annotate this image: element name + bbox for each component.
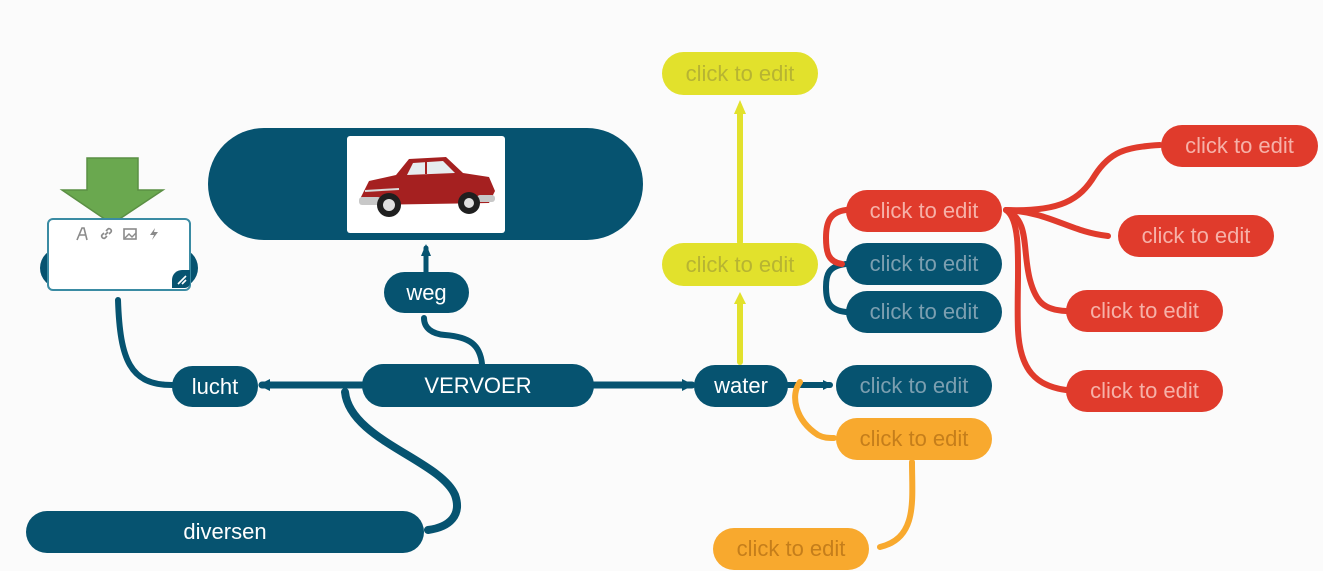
node-placeholder-red-parent[interactable]: click to edit <box>846 190 1002 232</box>
connector-red-4 <box>1003 207 1069 393</box>
car-image-frame <box>346 135 505 233</box>
node-placeholder-yellow-top[interactable]: click to edit <box>662 52 818 95</box>
node-placeholder-red-1[interactable]: click to edit <box>1161 125 1318 167</box>
text-format-icon[interactable] <box>74 226 90 242</box>
image-node[interactable] <box>208 128 643 240</box>
connector-red-2 <box>1003 207 1111 239</box>
lightning-icon[interactable] <box>146 226 162 242</box>
node-placeholder-blue-water[interactable]: click to edit <box>836 365 992 407</box>
resize-icon[interactable] <box>172 270 190 288</box>
node-placeholder-blue-1[interactable]: click to edit <box>846 243 1002 285</box>
node-placeholder-red-3[interactable]: click to edit <box>1066 290 1223 332</box>
connector-central-weg <box>421 315 485 367</box>
node-text-editor[interactable] <box>47 218 191 291</box>
connector-water-orange <box>792 379 837 441</box>
arrowhead-lucht <box>258 379 270 391</box>
arrowhead-weg-image <box>421 244 431 256</box>
connector-orange-down <box>877 459 916 550</box>
arrowhead-yellow-mid <box>734 292 746 304</box>
car-image <box>358 157 495 217</box>
connector-red-top <box>1003 142 1163 214</box>
image-icon[interactable] <box>122 226 138 242</box>
node-weg[interactable]: weg <box>384 272 469 313</box>
node-placeholder-red-2[interactable]: click to edit <box>1118 215 1274 257</box>
connector-red-3 <box>1003 207 1069 314</box>
node-placeholder-yellow-mid[interactable]: click to edit <box>662 243 818 286</box>
bracket-blue <box>822 261 849 315</box>
link-icon[interactable] <box>98 226 114 242</box>
connector-lucht-editor <box>115 297 175 388</box>
node-lucht[interactable]: lucht <box>172 366 258 407</box>
node-placeholder-red-4[interactable]: click to edit <box>1066 370 1223 412</box>
node-diversen[interactable]: diversen <box>26 511 424 553</box>
arrowhead-yellow-top <box>734 100 746 114</box>
node-vervoer[interactable]: VERVOER <box>362 364 594 407</box>
arrowhead-water-blue <box>823 380 833 390</box>
bracket-red <box>822 207 849 267</box>
connector-central-diversen <box>341 388 461 534</box>
node-water[interactable]: water <box>694 365 788 407</box>
editor-toolbar <box>74 226 162 242</box>
node-placeholder-blue-2[interactable]: click to edit <box>846 291 1002 333</box>
node-placeholder-orange-1[interactable]: click to edit <box>836 418 992 460</box>
arrowhead-water <box>682 379 694 391</box>
green-down-arrow-icon <box>59 157 166 225</box>
node-placeholder-orange-2[interactable]: click to edit <box>713 528 869 570</box>
